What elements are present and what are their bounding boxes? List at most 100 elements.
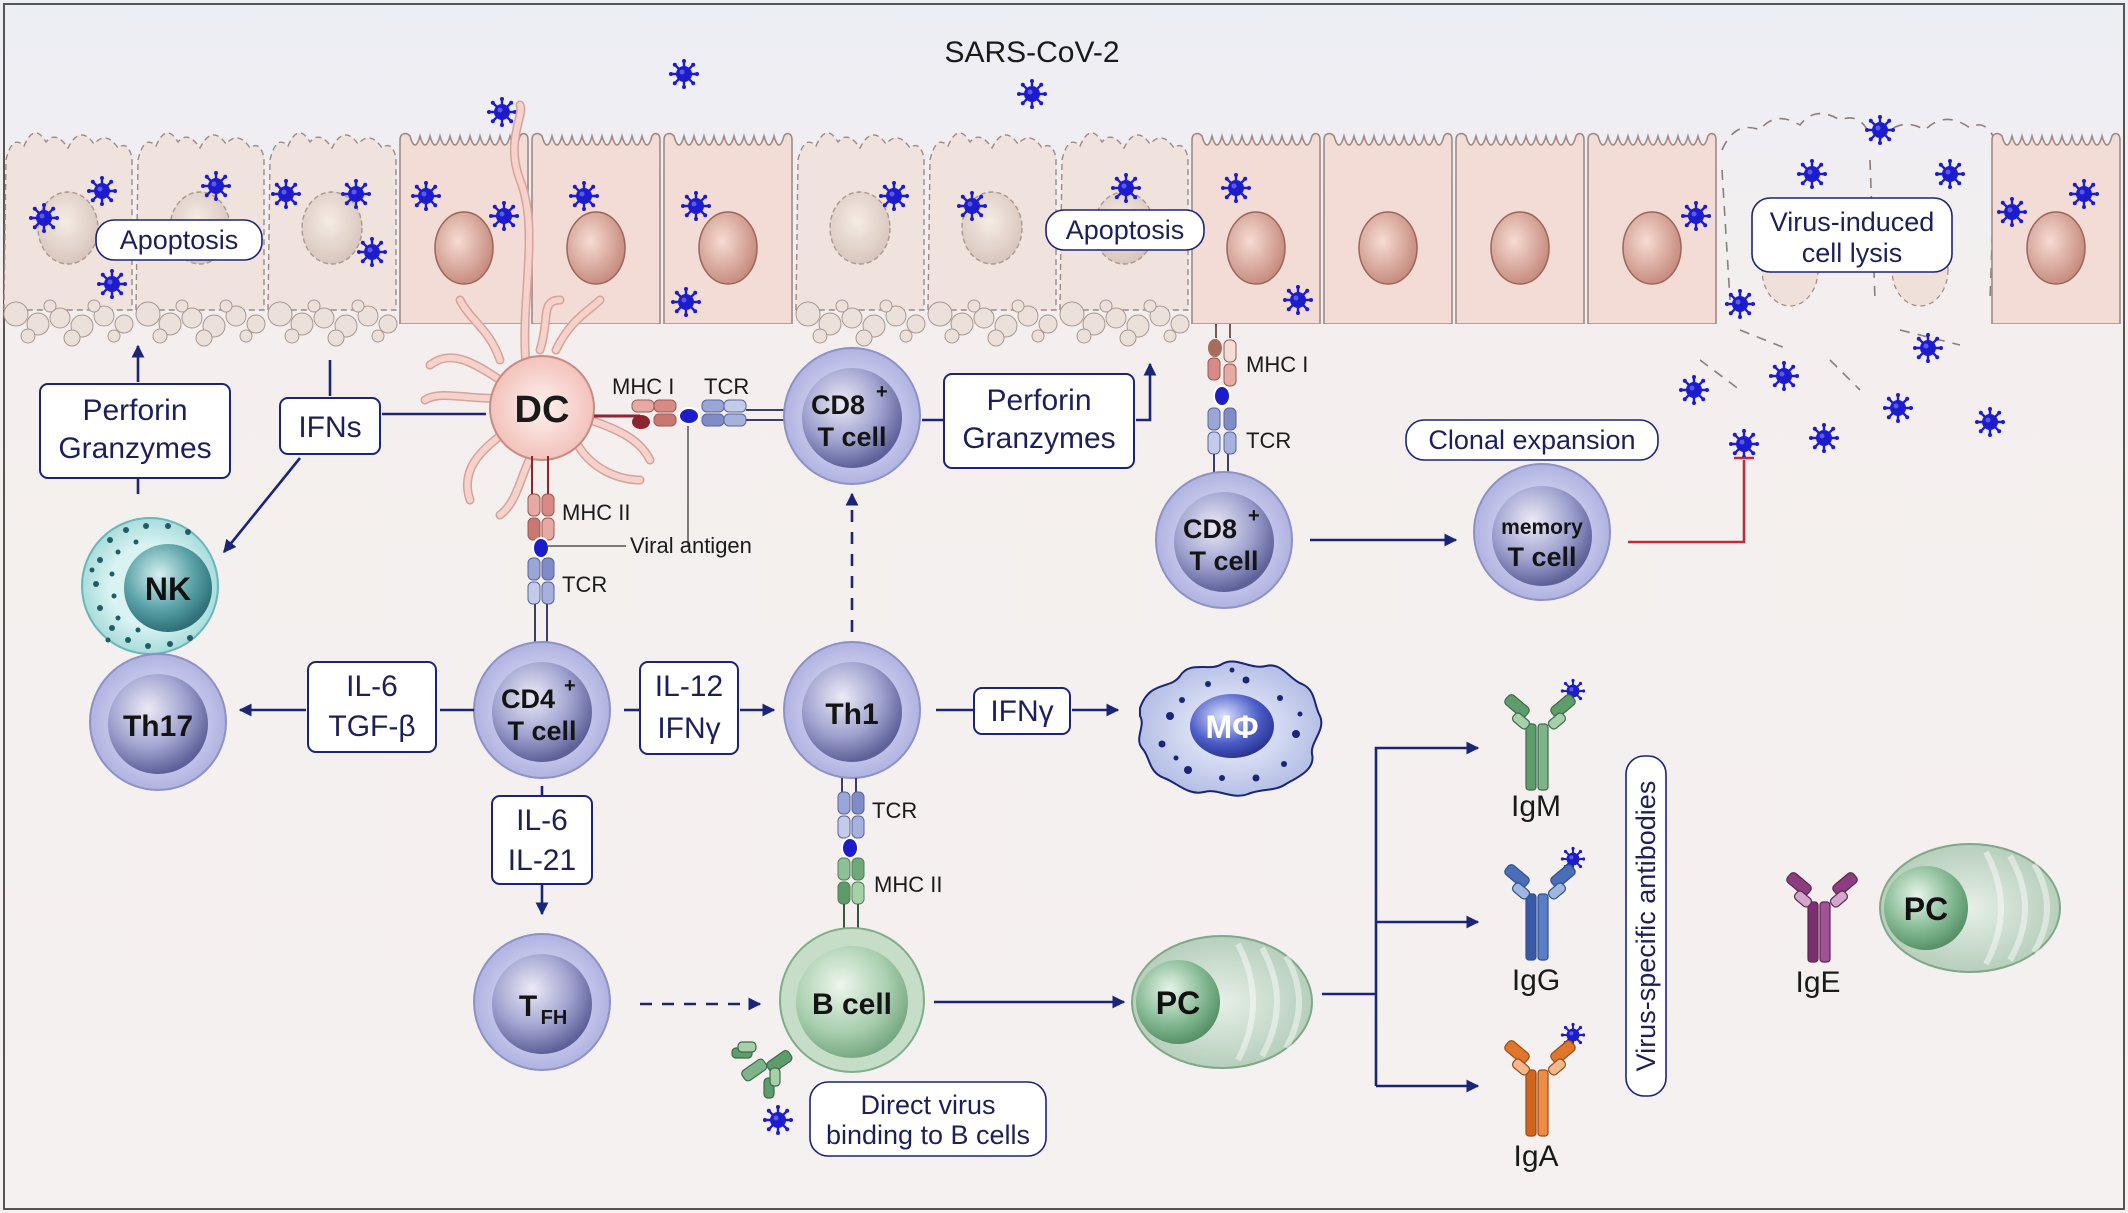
perforin-granzymes-right: Perforin Granzymes — [943, 373, 1135, 469]
svg-text:IL-21: IL-21 — [508, 844, 576, 877]
title-sars-cov-2: SARS-CoV-2 — [944, 36, 1119, 69]
svg-text:IFNs: IFNs — [298, 411, 361, 444]
tcr-mhc2-complex-th1-bcell: TCR MHC II — [837, 778, 942, 932]
svg-text:MΦ: MΦ — [1206, 709, 1259, 745]
arrow-ifns-nk — [222, 457, 302, 554]
svg-text:Th1: Th1 — [825, 698, 878, 731]
virus-icon — [96, 268, 128, 300]
virus-icon — [488, 200, 520, 232]
svg-text:Apoptosis: Apoptosis — [1066, 215, 1185, 245]
virus-icon — [1974, 406, 2006, 438]
virus-icon — [1882, 392, 1914, 424]
ifns-label: IFNs — [279, 397, 381, 455]
svg-text:IFNγ: IFNγ — [657, 712, 720, 745]
frame-border — [3, 3, 2125, 1210]
il12-ifng-label: IL-12 IFNγ — [639, 661, 739, 755]
iga-antibody: IgA — [1504, 1040, 1576, 1173]
svg-text:Perforin: Perforin — [82, 394, 187, 427]
svg-text:cell lysis: cell lysis — [1802, 238, 1903, 268]
perforin-granzymes-left: Perforin Granzymes — [39, 383, 231, 479]
svg-text:TCR: TCR — [704, 374, 749, 399]
svg-text:Virus-specific antibodies: Virus-specific antibodies — [1631, 781, 1661, 1072]
svg-text:MHC II: MHC II — [562, 500, 630, 525]
virus-icon — [670, 286, 702, 318]
epithelial-cell — [399, 132, 529, 324]
virus-icon — [28, 202, 60, 234]
apoptosis-label-left: Apoptosis — [95, 219, 263, 261]
apoptotic-cell — [795, 132, 926, 347]
dendritic-cell: DC — [420, 100, 655, 520]
svg-text:IgG: IgG — [1512, 964, 1560, 997]
svg-text:DC: DC — [515, 389, 570, 431]
ige-antibody: IgE — [1786, 872, 1858, 999]
memory-t-cell: memory T cell — [1473, 463, 1611, 601]
apoptotic-cell — [927, 132, 1058, 347]
mhc2-tcr-complex-dc: MHC II Viral antigen TCR — [527, 456, 752, 642]
virus-icon — [1796, 158, 1828, 190]
svg-text:+: + — [564, 675, 576, 697]
igg-antibody: IgG — [1504, 864, 1576, 997]
virus-icon — [1110, 172, 1142, 204]
virus-icon — [270, 178, 302, 210]
svg-text:Apoptosis: Apoptosis — [120, 225, 239, 255]
svg-text:T cell: T cell — [817, 422, 886, 452]
virus-icon — [568, 180, 600, 212]
svg-text:TCR: TCR — [1246, 428, 1291, 453]
virus-icon — [1864, 114, 1896, 146]
svg-text:MHC II: MHC II — [874, 872, 942, 897]
virus-icon — [1282, 284, 1314, 316]
virus-icon — [1912, 332, 1944, 364]
svg-text:PC: PC — [1156, 985, 1200, 1021]
svg-text:IgM: IgM — [1511, 790, 1561, 823]
virus-icon — [878, 180, 910, 212]
apoptosis-label-mid: Apoptosis — [1045, 209, 1205, 251]
virus-icon — [1680, 200, 1712, 232]
virus-icon — [486, 96, 518, 128]
virus-icon — [1678, 374, 1710, 406]
svg-text:memory: memory — [1501, 516, 1583, 539]
virus-induced-lysis-label: Virus-induced cell lysis — [1751, 197, 1953, 273]
svg-text:+: + — [1248, 505, 1260, 527]
epithelial-cell — [1455, 132, 1585, 324]
mhc1-tcr-complex-dc: MHC I TCR — [594, 374, 784, 546]
svg-text:CD8: CD8 — [1183, 514, 1237, 544]
il6-il21-label: IL-6 IL-21 — [491, 795, 593, 885]
virus-icon — [956, 190, 988, 222]
svg-text:Th17: Th17 — [123, 710, 193, 743]
virus-icon — [1996, 196, 2028, 228]
svg-text:TCR: TCR — [872, 798, 917, 823]
svg-text:Viral antigen: Viral antigen — [630, 533, 752, 558]
virus-icon — [1768, 360, 1800, 392]
svg-text:PC: PC — [1904, 891, 1948, 927]
svg-text:B cell: B cell — [812, 988, 892, 1021]
svg-text:Virus-induced: Virus-induced — [1770, 207, 1935, 237]
ifng-label: IFNγ — [973, 687, 1071, 735]
cd4-t-cell: CD4 + T cell — [473, 641, 611, 779]
mhc1-tcr-complex-epithelium: MHC I TCR — [1207, 324, 1308, 476]
apoptotic-cell — [267, 132, 398, 347]
virus-icon — [86, 175, 118, 207]
svg-text:IL-6: IL-6 — [516, 804, 568, 837]
clonal-expansion-label: Clonal expansion — [1405, 419, 1659, 461]
svg-text:IgA: IgA — [1513, 1140, 1558, 1173]
virus-icon — [1728, 428, 1760, 460]
virus-icon — [2068, 178, 2100, 210]
igm-antibody: IgM — [1504, 694, 1576, 823]
svg-text:binding to B cells: binding to B cells — [826, 1120, 1030, 1150]
svg-text:MHC I: MHC I — [1246, 352, 1308, 377]
th1-cell: Th1 — [783, 641, 921, 779]
virus-icon — [1934, 158, 1966, 190]
virus-icon — [410, 180, 442, 212]
th17-cell: Th17 — [89, 653, 227, 791]
svg-text:MHC I: MHC I — [612, 374, 674, 399]
macrophage: MΦ — [1138, 660, 1323, 797]
virus-icon — [200, 170, 232, 202]
epithelial-cell — [1991, 132, 2121, 324]
svg-text:CD8: CD8 — [811, 390, 865, 420]
svg-text:TCR: TCR — [562, 572, 607, 597]
il6-tgfb-label: IL-6 TGF-β — [307, 661, 437, 753]
svg-text:T cell: T cell — [1189, 546, 1258, 576]
virus-icon — [1016, 78, 1048, 110]
connectors — [131, 344, 1480, 1093]
direct-virus-binding-label: Direct virus binding to B cells — [809, 1081, 1047, 1157]
